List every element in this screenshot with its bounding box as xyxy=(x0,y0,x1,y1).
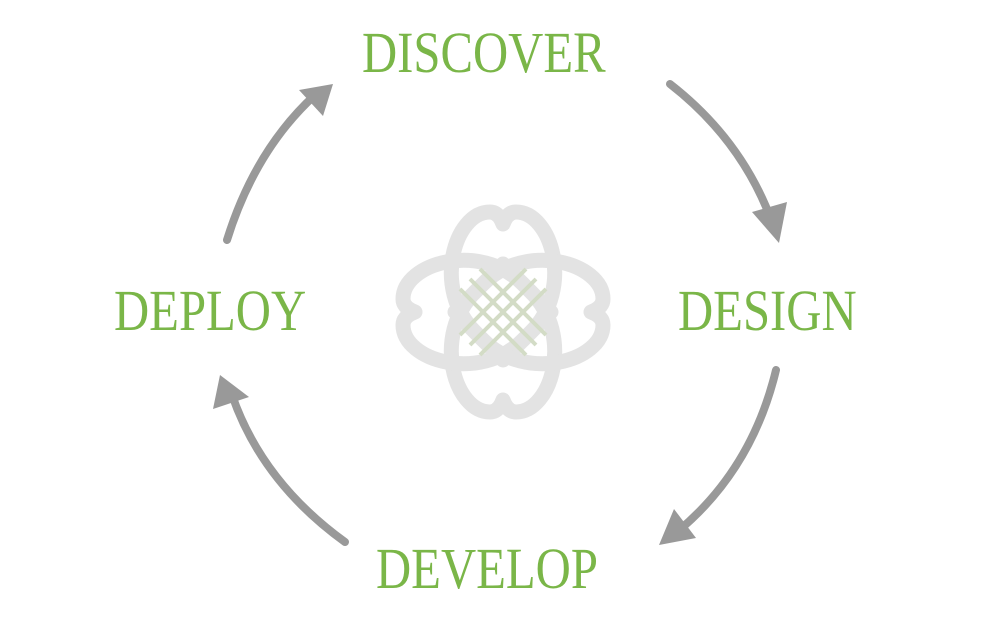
arrowhead-deploy xyxy=(213,375,249,409)
arrowhead-develop xyxy=(659,509,696,545)
arrow-design-to-develop xyxy=(673,366,780,536)
step-label-deploy: DEPLOY xyxy=(114,278,307,343)
step-label-design: DESIGN xyxy=(678,278,857,343)
arrowhead-design xyxy=(752,202,787,243)
arrow-develop-to-deploy xyxy=(228,391,349,546)
arrow-heads xyxy=(213,84,787,545)
arrow-deploy-to-discover xyxy=(223,91,319,244)
cycle-arrows xyxy=(223,80,780,546)
step-label-develop: DEVELOP xyxy=(376,536,598,601)
interlaced-hearts-knot-icon xyxy=(395,204,611,420)
step-label-discover: DISCOVER xyxy=(362,20,606,85)
arrowhead-discover xyxy=(299,84,333,116)
arrow-discover-to-design xyxy=(666,80,776,226)
